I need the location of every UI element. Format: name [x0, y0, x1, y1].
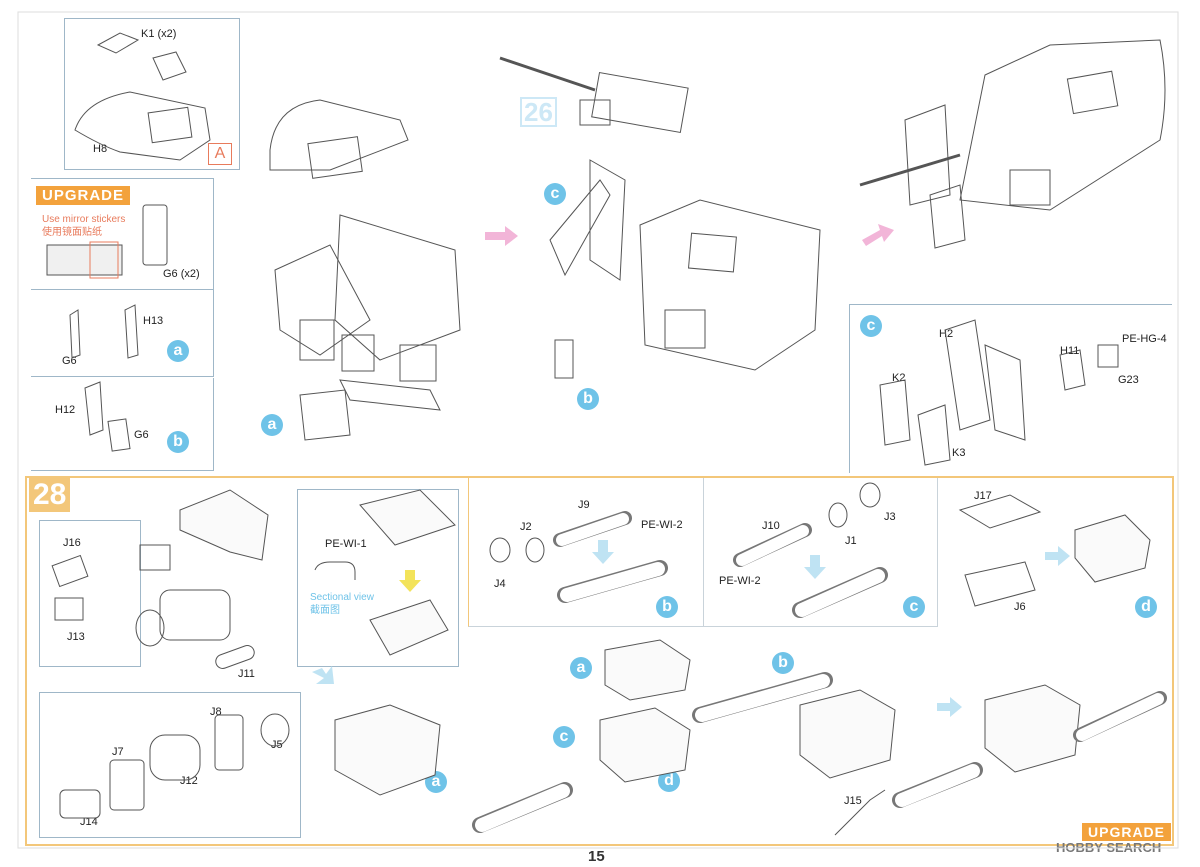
circle-b-bottom: b [772, 652, 794, 674]
part-label-j9: J9 [578, 499, 590, 511]
step-number-26: 26 [520, 97, 557, 127]
j16-j13-frame [39, 520, 141, 667]
circle-b-step26: b [577, 388, 599, 410]
sectional-view-frame [297, 489, 459, 667]
part-label-j7: J7 [112, 746, 124, 758]
part-label-pe-wi-2-b: PE-WI-2 [641, 519, 683, 531]
upgrade-mirror-frame [31, 178, 214, 290]
part-label-pe-hg-4: PE-HG-4 [1122, 333, 1167, 345]
machine-gun-step26 [499, 56, 689, 134]
part-label-j11: J11 [238, 668, 255, 680]
circle-c-step26: c [544, 183, 566, 205]
part-label-g23: G23 [1118, 374, 1139, 386]
barrel-parts-frame [39, 692, 301, 838]
upgrade-badge: UPGRADE [36, 186, 131, 205]
assembled-box-a [334, 704, 441, 796]
sectional-view-en: Sectional view [310, 592, 374, 603]
sectional-view-cn: 截面图 [310, 605, 340, 616]
circle-c-detail: c [860, 315, 882, 337]
circle-c-panel: c [903, 596, 925, 618]
mirror-note-cn: 使用镜面贴纸 [42, 227, 102, 238]
part-label-j5: J5 [271, 739, 283, 751]
part-label-j3: J3 [884, 511, 896, 523]
part-label-h12: H12 [55, 404, 76, 416]
circle-a-bottom: a [570, 657, 592, 679]
panel-b-frame [468, 478, 704, 627]
part-label-pe-wi-2-c: PE-WI-2 [719, 575, 761, 587]
part-label-pe-wi-1: PE-WI-1 [325, 538, 367, 550]
part-label-k3: K3 [952, 447, 966, 459]
part-label-j4: J4 [494, 578, 506, 590]
part-label-j13: J13 [67, 631, 85, 643]
part-label-j14: J14 [80, 816, 98, 828]
part-label-j8: J8 [210, 706, 222, 718]
panel-c-frame [703, 478, 938, 627]
marker-a-box: A [208, 143, 232, 165]
k1-hatch-plates [96, 32, 187, 81]
step28-frame [25, 476, 1174, 846]
detail-c-frame [849, 304, 1172, 473]
part-label-j10: J10 [762, 520, 780, 532]
page-number: 15 [588, 848, 605, 865]
part-label-g6-b: G6 [134, 429, 149, 441]
part-label-j17: J17 [974, 490, 992, 502]
part-label-k1: K1 (x2) [141, 28, 177, 40]
subassembly-h13-frame [31, 290, 214, 377]
circle-b-h12: b [167, 431, 189, 453]
subassembly-h12-frame [31, 378, 214, 471]
circle-c-bottom: c [553, 726, 575, 748]
upgrade-badge-bottom: UPGRADE [1082, 823, 1172, 841]
mirror-sticker-sheet [46, 204, 168, 279]
h8-roof-plate [74, 91, 211, 161]
mirror-note-en: Use mirror stickers [42, 214, 126, 225]
circle-d-bottom: d [658, 770, 680, 792]
detail-c-shield [879, 319, 1119, 466]
part-label-h8: H8 [93, 143, 108, 155]
circle-b-panel: b [656, 596, 678, 618]
circle-a-main: a [261, 414, 283, 436]
turret-complete [859, 39, 1166, 249]
step-number-28: 28 [29, 478, 71, 512]
part-label-h13: H13 [143, 315, 164, 327]
circle-a-h13: a [167, 340, 189, 362]
part-label-j16: J16 [63, 537, 81, 549]
step27-subassembly-a-frame [64, 18, 240, 170]
gun-shield-step26 [549, 159, 821, 379]
part-label-j2: J2 [520, 521, 532, 533]
part-label-j15: J15 [844, 795, 862, 807]
ammo-box-step28 [51, 489, 456, 669]
barrel-parts-j [59, 713, 290, 819]
part-label-j1: J1 [845, 535, 857, 547]
turret-step27 [269, 99, 461, 441]
part-label-g6-x2: G6 (x2) [163, 268, 200, 280]
part-label-j6: J6 [1014, 601, 1026, 613]
circle-d-panel: d [1135, 596, 1157, 618]
